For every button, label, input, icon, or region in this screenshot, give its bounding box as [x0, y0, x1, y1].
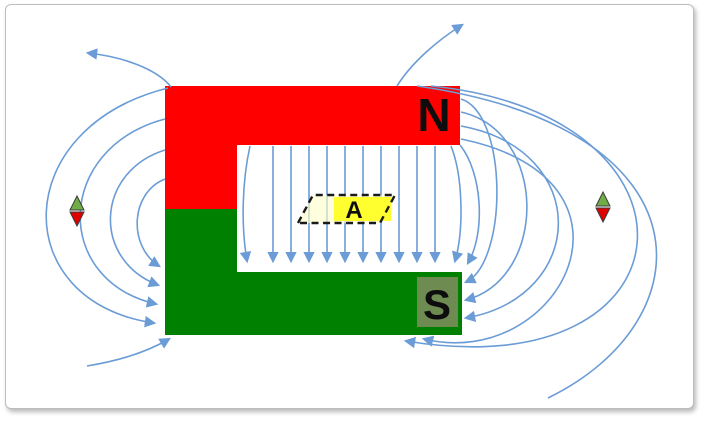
field-line — [85, 48, 172, 88]
left-field-loops — [45, 48, 172, 367]
right-field-loops — [396, 23, 658, 399]
field-line — [450, 145, 464, 264]
field-line — [460, 98, 498, 284]
north-pole-label: N — [417, 89, 450, 141]
field-line — [416, 85, 658, 399]
diamond-bottom-red — [69, 211, 85, 228]
field-line — [109, 149, 166, 288]
field-line — [460, 125, 559, 323]
gap-field-lines — [239, 144, 481, 265]
magnet-south-arm — [165, 209, 462, 335]
diamond-top-green — [69, 194, 85, 211]
field-line — [396, 23, 464, 87]
field-line — [459, 144, 481, 265]
field-line — [421, 138, 574, 347]
area-parallelogram-outline — [295, 193, 398, 225]
field-line — [460, 111, 528, 304]
area-label-highlight — [334, 197, 391, 221]
magnet-north-arm — [165, 86, 460, 209]
south-pole-label-box — [417, 277, 458, 327]
field-line — [79, 118, 166, 308]
field-line — [45, 87, 169, 328]
field-line — [239, 145, 252, 264]
field-line — [136, 178, 166, 268]
area-parallelogram: A — [295, 193, 398, 225]
field-line — [86, 337, 171, 367]
diamond-bottom-red — [595, 207, 611, 224]
south-pole-label: S — [423, 281, 451, 328]
flux-direction-marker-right diamond-up-down-icon — [595, 190, 611, 224]
flux-direction-marker-left diamond-up-down-icon — [69, 194, 85, 228]
field-line — [403, 85, 639, 349]
diamond-top-green — [595, 190, 611, 207]
horseshoe-magnet: N S — [165, 86, 462, 335]
area-label: A — [345, 197, 362, 224]
